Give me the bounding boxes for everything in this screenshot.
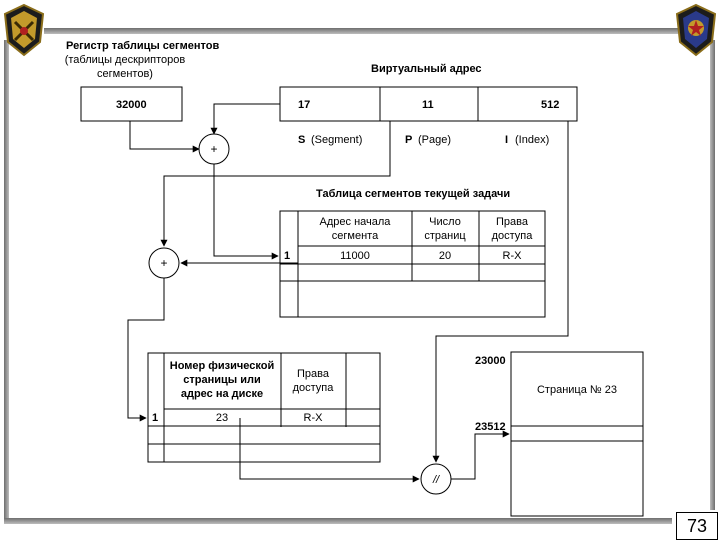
segment-table-col2-line2: страниц — [424, 230, 466, 242]
seg-register-value: 32000 — [116, 99, 147, 111]
frame-bottom-bar — [4, 518, 672, 524]
connector-page-table-to-concat — [239, 418, 420, 483]
va-s-value: 17 — [298, 99, 310, 111]
connector-s-to-adder1 — [210, 103, 280, 135]
seg-register-title-line3: сегментов) — [97, 68, 153, 80]
va-i-value: 512 — [541, 99, 559, 111]
va-s-letter: S — [298, 134, 305, 146]
connector-register-to-adder1 — [129, 121, 200, 153]
page-table-col1-line1: Номер физической — [170, 360, 274, 372]
page-table-row-rights: R-X — [304, 412, 324, 424]
segment-table-row-pages: 20 — [439, 250, 451, 262]
virtual-address-title: Виртуальный адрес — [371, 63, 482, 75]
connector-index-to-concat — [432, 121, 569, 463]
segment-table-title: Таблица сегментов текущей задачи — [316, 188, 510, 200]
memory-target-addr: 23512 — [475, 421, 506, 433]
va-i-label: (Index) — [515, 134, 549, 146]
va-i-letter: I — [505, 134, 508, 146]
segment-table-col1-line1: Адрес начала — [320, 216, 392, 228]
memory-start-addr: 23000 — [475, 355, 506, 367]
page-table-col2-line1: Права — [297, 368, 330, 380]
connector-p-to-adder2 — [160, 121, 391, 247]
frame-top-bar — [44, 28, 678, 34]
adder-2-sign: + — [160, 256, 167, 270]
connector-adder1-to-segment-table — [213, 164, 279, 260]
seg-register-title-line2: (таблицы дескрипторов — [65, 54, 186, 66]
emblem-right-icon — [675, 3, 717, 57]
va-p-label: (Page) — [418, 134, 451, 146]
va-s-label: (Segment) — [311, 134, 362, 146]
page-table-row-index: 1 — [152, 412, 158, 424]
frame-right-bar — [710, 40, 715, 510]
frame-left-bar — [4, 40, 9, 522]
emblem-left-icon — [3, 3, 45, 57]
connector-concat-to-memory — [451, 430, 510, 480]
page-table-row-page: 23 — [216, 412, 228, 424]
segment-table-col2-line1: Число — [429, 216, 461, 228]
segment-table-col3-line1: Права — [496, 216, 529, 228]
physical-memory — [510, 351, 644, 517]
page-table-col2-line2: доступа — [293, 382, 335, 394]
adder-1-sign: + — [210, 142, 217, 156]
va-p-letter: P — [405, 134, 412, 146]
va-p-value: 11 — [422, 99, 434, 111]
segment-table-col3-line2: доступа — [492, 230, 534, 242]
segment-table-row-index: 1 — [284, 250, 290, 262]
seg-register-box — [80, 86, 183, 122]
page-number: 73 — [676, 512, 718, 540]
segment-table-col1-line2: сегмента — [332, 230, 379, 242]
page-table-col1-line2: страницы или — [183, 374, 260, 386]
page-table-col1-line3: адрес на диске — [181, 388, 263, 400]
concat-operator-sign: // — [432, 474, 440, 486]
memory-page-label: Страница № 23 — [537, 384, 617, 396]
connector-adder2-to-page-table — [127, 278, 165, 422]
seg-register-title-line1: Регистр таблицы сегментов — [66, 40, 219, 52]
segment-table-row-addr: 11000 — [340, 250, 370, 262]
segment-table-row-rights: R-X — [503, 250, 523, 262]
